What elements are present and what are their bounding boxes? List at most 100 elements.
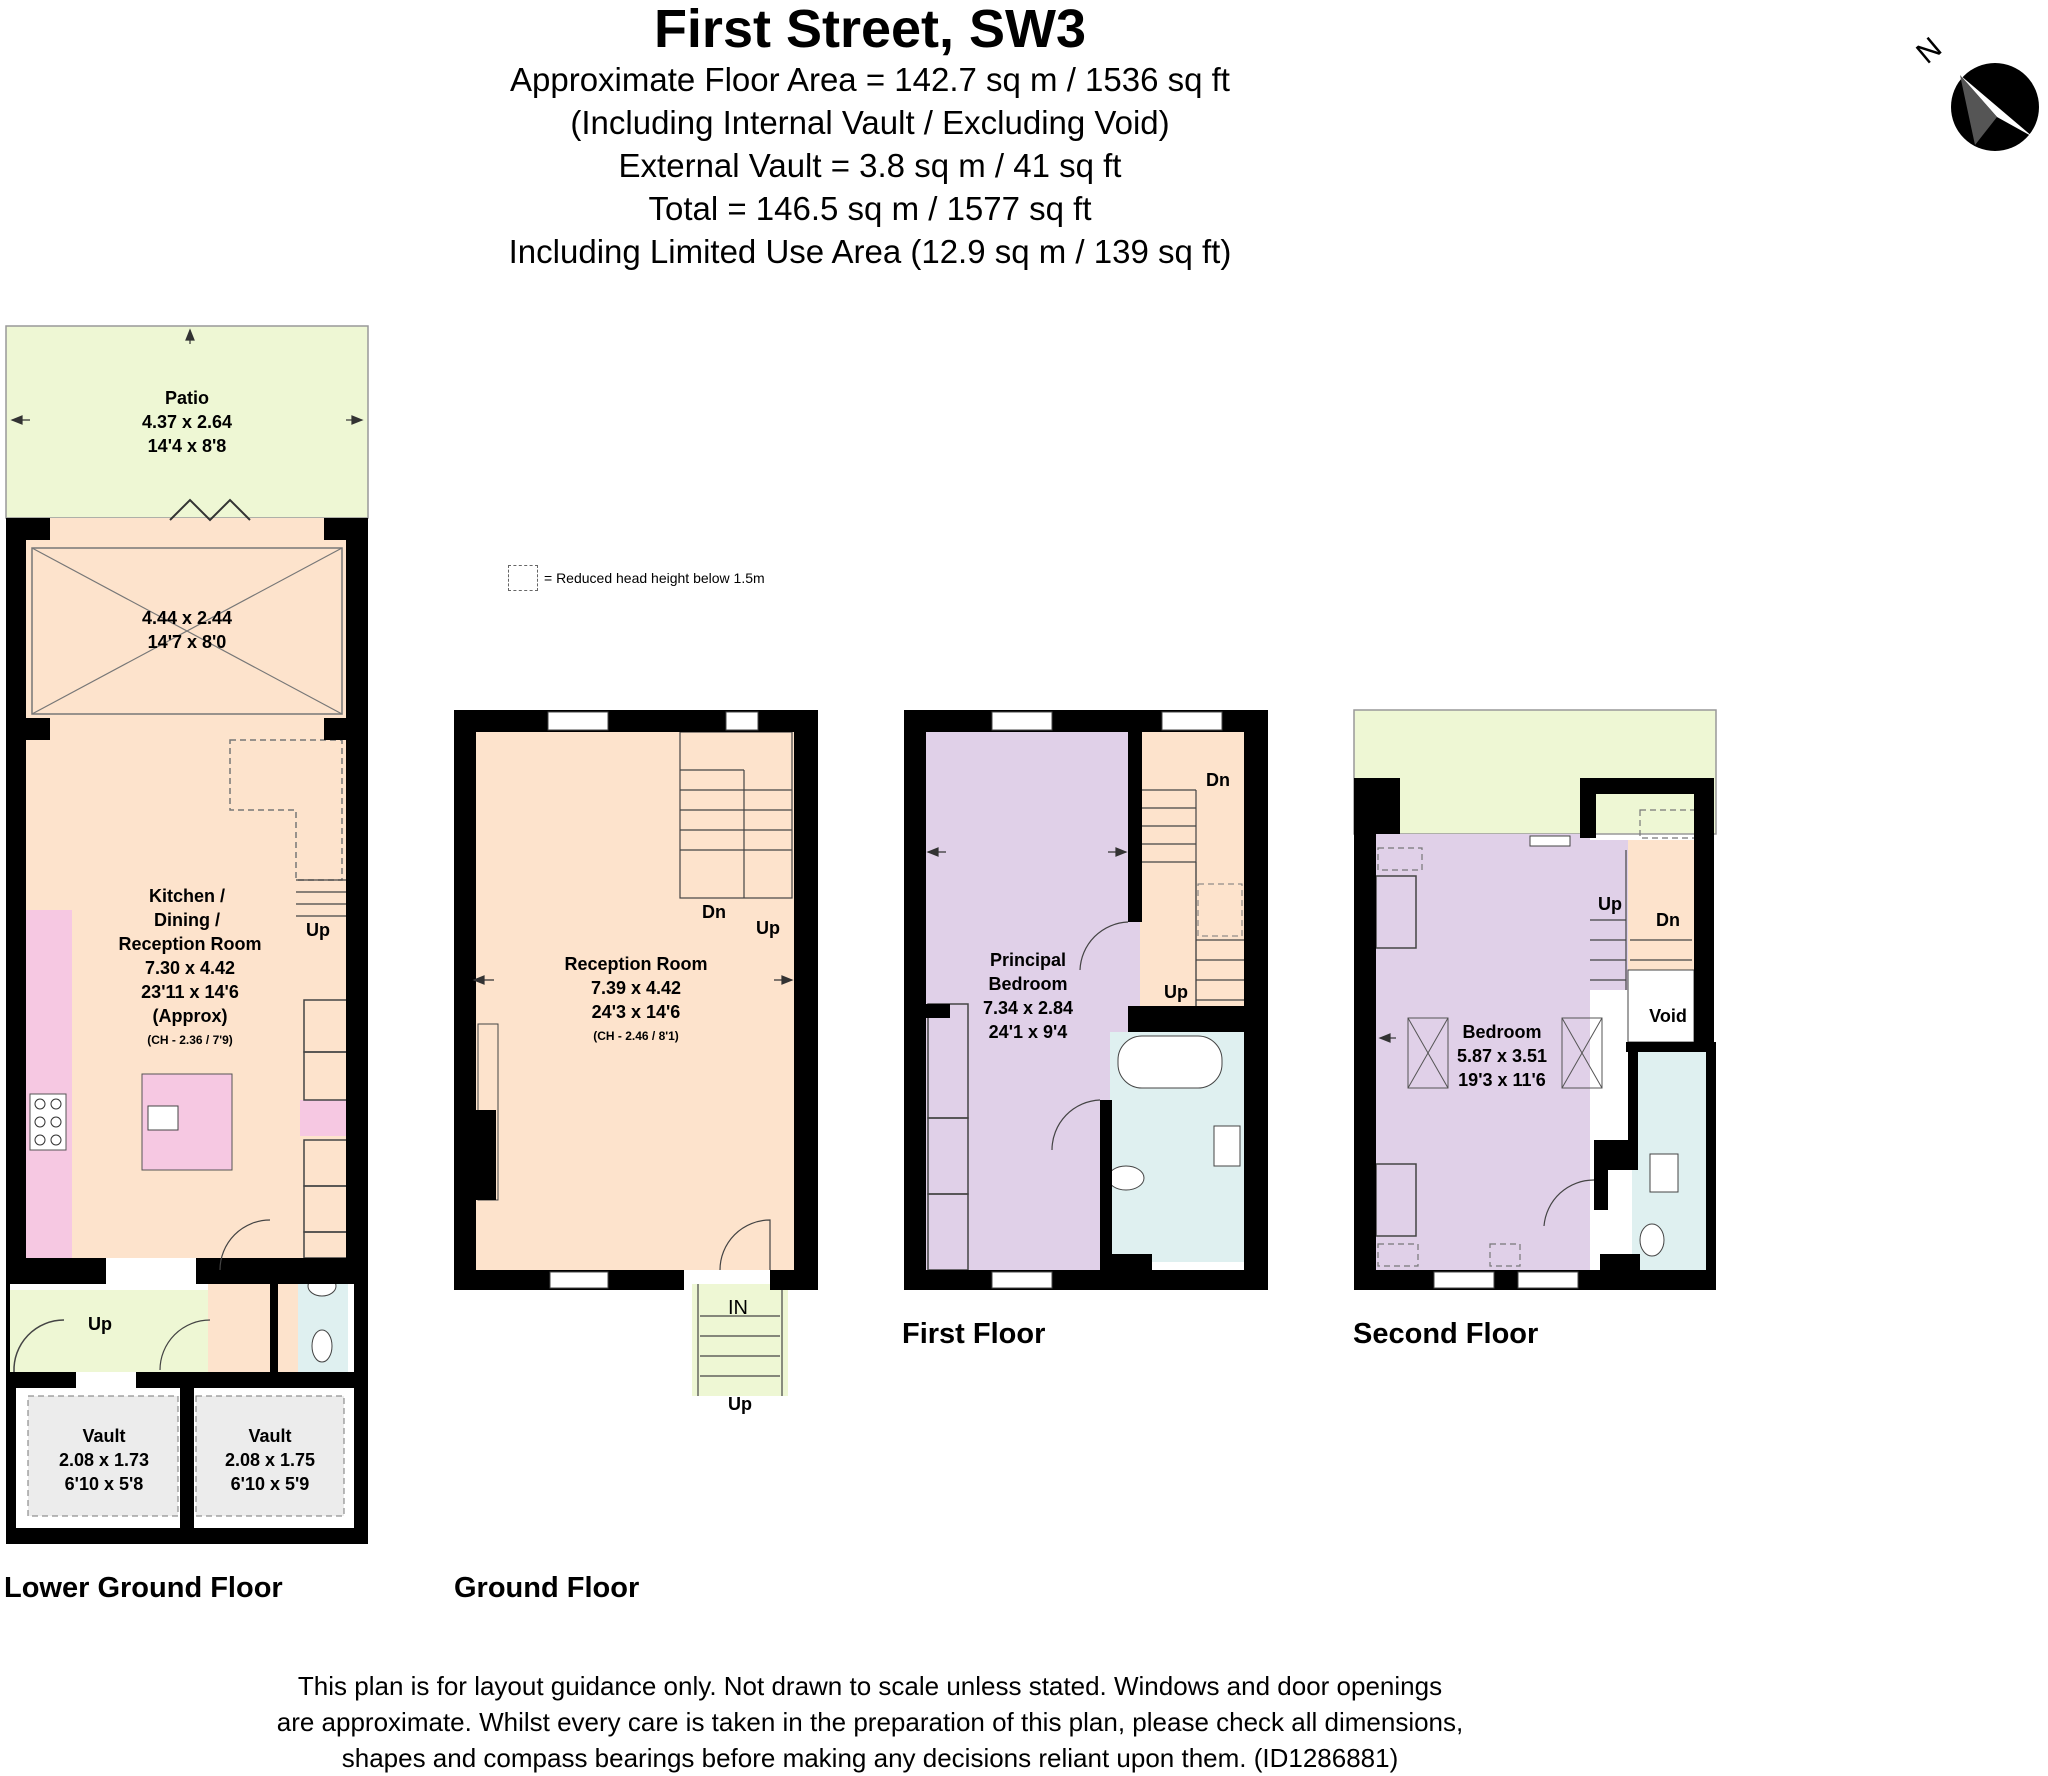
disclaimer-line-1: This plan is for layout guidance only. N…	[297, 1671, 1443, 1701]
reduced-height-swatch	[508, 565, 538, 591]
door-swing	[1543, 1179, 1595, 1227]
stair-dn-label: Dn	[702, 902, 726, 922]
vault1-metric: 2.08 x 1.73	[59, 1450, 149, 1470]
reception-label: Reception Room	[564, 954, 707, 974]
floor-label-second: Second Floor	[1353, 1318, 1539, 1350]
area-line-5: Including Limited Use Area (12.9 sq m / …	[508, 233, 1232, 270]
bedroom-area	[1376, 834, 1590, 1270]
basin-icon	[1213, 1125, 1241, 1167]
lightwell-area	[10, 1290, 208, 1372]
spiral-stair	[13, 1319, 65, 1373]
second-floor-plan	[1353, 709, 1717, 1290]
hob-icon	[29, 1093, 67, 1151]
vault2-metric: 2.08 x 1.75	[225, 1450, 315, 1470]
entrance-label: IN	[728, 1297, 748, 1319]
vault2-imperial: 6'10 x 5'9	[231, 1474, 310, 1494]
toilet-icon	[1639, 1223, 1665, 1257]
kitchen-label-3: Reception Room	[118, 934, 261, 954]
compass-icon: N	[1910, 31, 2039, 151]
area-line-1: Approximate Floor Area = 142.7 sq m / 15…	[510, 61, 1230, 98]
bedroom-imperial: 19'3 x 11'6	[1458, 1070, 1546, 1090]
kitchen-ceiling-height: (CH - 2.36 / 7'9)	[147, 1033, 233, 1047]
principal-label-2: Bedroom	[988, 974, 1067, 994]
reception-metric: 7.39 x 4.42	[591, 978, 681, 998]
stair-dn-label: Dn	[1206, 770, 1230, 790]
sink-icon	[147, 1105, 179, 1131]
vault2-label: Vault	[248, 1426, 291, 1446]
vault-2-area	[195, 1395, 345, 1517]
disclaimer-line-3: shapes and compass bearings before makin…	[341, 1743, 1399, 1773]
void-label: Void	[1649, 1006, 1687, 1026]
patio-label: Patio	[165, 388, 209, 408]
principal-label-1: Principal	[990, 950, 1066, 970]
second-walls	[1354, 778, 1716, 1290]
stair-labels: Up Up Dn Up Dn Up Up Dn Up IN	[88, 770, 1680, 1414]
reduced-height-area	[1197, 883, 1243, 937]
bedroom-label: Bedroom	[1462, 1022, 1541, 1042]
bath-icon	[1117, 1035, 1223, 1089]
stair-up-label: Up	[306, 920, 330, 940]
bifold-doors	[169, 498, 251, 522]
lower-ground-stairs	[296, 879, 346, 917]
kitchen-imperial: 23'11 x 14'6	[141, 982, 239, 1002]
first-floor-plan	[904, 710, 1268, 1290]
lower-ground-walls	[6, 518, 368, 1544]
first-stairs	[1140, 789, 1244, 1010]
basin-icon	[1649, 1153, 1679, 1193]
vault1-imperial: 6'10 x 5'8	[65, 1474, 144, 1494]
disclaimer: This plan is for layout guidance only. N…	[0, 1668, 1740, 1776]
dimension-arrows	[10, 328, 1396, 1043]
second-stairs	[1590, 850, 1692, 990]
kitchen-metric: 7.30 x 4.42	[145, 958, 235, 978]
patio-imperial: 14'4 x 8'8	[148, 436, 227, 456]
reception-room-area	[476, 732, 794, 1270]
floor-label-lower-ground: Lower Ground Floor	[4, 1572, 283, 1604]
door-swing	[159, 1319, 211, 1371]
void-area	[1627, 969, 1695, 1043]
floor-label-first: First Floor	[902, 1318, 1046, 1350]
area-line-4: Total = 146.5 sq m / 1577 sq ft	[648, 190, 1092, 227]
entrance-door-swing	[719, 1219, 771, 1271]
lower-ground-floor-plan	[5, 325, 369, 1544]
kitchen-label-2: Dining /	[154, 910, 220, 930]
stair-up-label: Up	[1164, 982, 1188, 1002]
stair-up-label: Up	[756, 918, 780, 938]
reception-imperial: 24'3 x 14'6	[592, 1002, 681, 1022]
stair-up-label: Up	[1598, 894, 1622, 914]
ground-floor-plan	[454, 710, 818, 1396]
hall-area	[208, 1270, 298, 1372]
stair-up-label: Up	[728, 1394, 752, 1414]
roof-terrace-area	[1353, 709, 1717, 835]
stair-dn-label: Dn	[1656, 910, 1680, 930]
reception-ceiling-height: (CH - 2.46 / 8'1)	[593, 1029, 679, 1043]
vault1-label: Vault	[82, 1426, 125, 1446]
skylight	[31, 547, 343, 715]
principal-imperial: 24'1 x 9'4	[989, 1022, 1068, 1042]
landing-area	[1140, 732, 1244, 1022]
plan-title: First Street, SW3	[653, 0, 1087, 59]
door-swing	[1051, 1099, 1101, 1151]
legend: = Reduced head height below 1.5m	[508, 565, 765, 591]
kitchen-label-1: Kitchen /	[149, 886, 225, 906]
floor-label-ground: Ground Floor	[454, 1572, 640, 1604]
stair-up-label: Up	[88, 1314, 112, 1334]
header: First Street, SW3 Approximate Floor Area…	[0, 0, 1740, 273]
patio-metric: 4.37 x 2.64	[142, 412, 232, 432]
vault-1-area	[27, 1395, 179, 1517]
toilet-icon	[1107, 1165, 1145, 1191]
landing-area	[1628, 840, 1694, 970]
door-swing	[219, 1219, 271, 1271]
area-line-3: External Vault = 3.8 sq m / 41 sq ft	[618, 147, 1122, 184]
principal-metric: 7.34 x 2.84	[983, 998, 1073, 1018]
cupboard-pink	[300, 1100, 348, 1136]
door-swing	[1079, 921, 1129, 971]
entrance-steps	[692, 1284, 788, 1396]
patio-area	[5, 325, 369, 519]
legend-text: = Reduced head height below 1.5m	[544, 570, 765, 586]
bedroom-metric: 5.87 x 3.51	[1457, 1046, 1547, 1066]
entrance-steps-lines	[697, 1284, 783, 1396]
wc-toilet-icon	[311, 1329, 333, 1363]
ground-stairs	[679, 731, 793, 899]
room-labels: Patio 4.37 x 2.64 14'4 x 8'8 4.44 x 2.44…	[59, 388, 1687, 1494]
